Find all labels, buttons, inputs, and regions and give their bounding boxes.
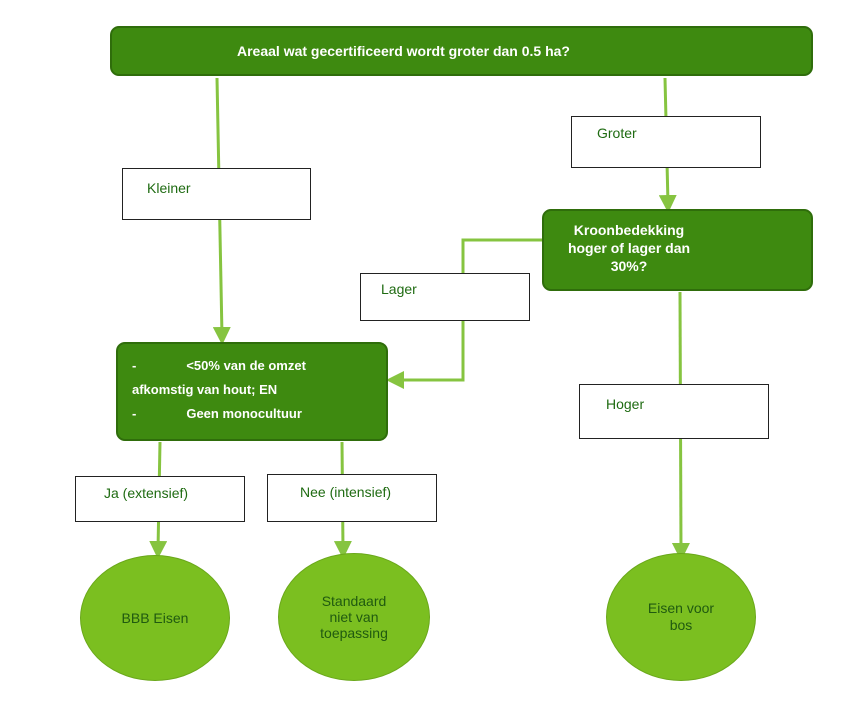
label-nee-text: Nee (intensief): [300, 484, 392, 500]
criteria-box: - <50% van de omzet afkomstig van hout; E…: [116, 342, 388, 441]
question-kroon-box: Kroonbedekking hoger of lager dan 30%?: [542, 209, 813, 291]
outcome-bbb-text: BBB Eisen: [121, 610, 189, 626]
question-area-text: Areaal wat gecertificeerd wordt groter d…: [237, 43, 570, 59]
label-groter-text: Groter: [597, 125, 637, 141]
label-lager: Lager: [360, 273, 530, 321]
label-ja-text: Ja (extensief): [104, 485, 189, 501]
outcome-line: Eisen voor: [647, 600, 715, 616]
label-kleiner: Kleiner: [122, 168, 311, 220]
label-groter: Groter: [571, 116, 761, 168]
criteria-line: <50% van de omzet: [186, 358, 306, 373]
label-nee: Nee (intensief): [267, 474, 437, 522]
outcome-line: niet van: [329, 609, 379, 625]
label-ja: Ja (extensief): [75, 476, 245, 522]
label-lager-text: Lager: [381, 281, 417, 297]
outcome-line: Standaard: [321, 593, 387, 609]
outcome-line: bos: [669, 617, 693, 633]
outcome-bos: Eisen voor bos: [606, 553, 756, 681]
outcome-bbb: BBB Eisen: [80, 555, 230, 681]
outcome-standaard: Standaard niet van toepassing: [278, 553, 430, 681]
question-area-box: Areaal wat gecertificeerd wordt groter d…: [110, 26, 813, 76]
criteria-line: afkomstig van hout; EN: [132, 382, 278, 397]
label-hoger: Hoger: [579, 384, 769, 439]
bullet: -: [132, 406, 137, 421]
label-kleiner-text: Kleiner: [147, 180, 191, 196]
outcome-line: toepassing: [320, 625, 388, 641]
kroon-line: hoger of lager dan: [567, 240, 691, 256]
label-hoger-text: Hoger: [606, 396, 645, 412]
bullet: -: [132, 358, 137, 373]
kroon-line: Kroonbedekking: [573, 222, 685, 238]
criteria-line: Geen monocultuur: [186, 406, 302, 421]
kroon-line: 30%?: [610, 258, 648, 274]
